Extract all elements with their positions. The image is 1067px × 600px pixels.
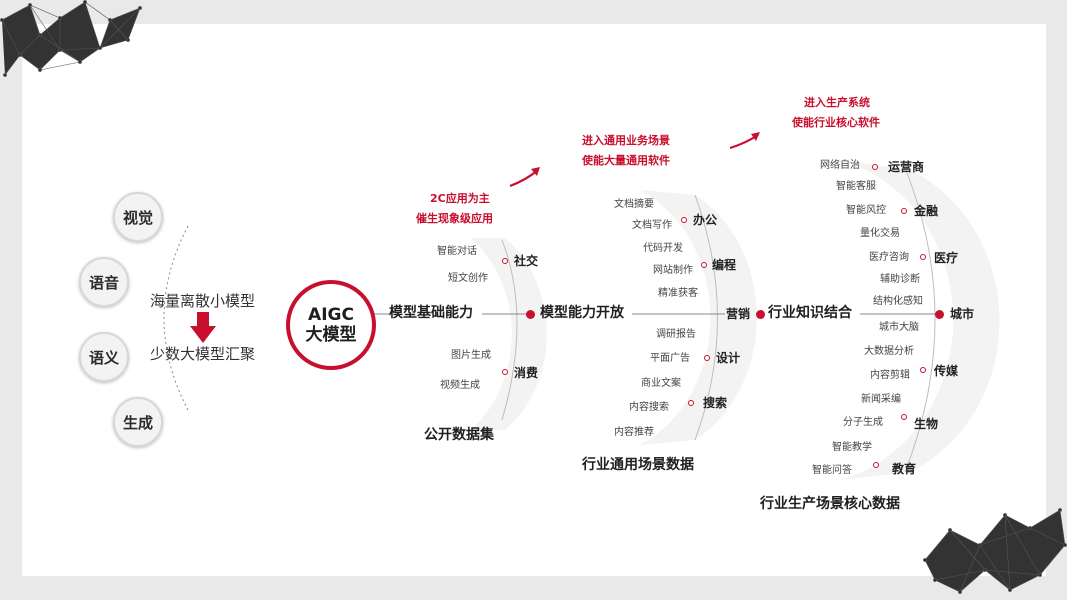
- g2-item: 内容推荐: [614, 427, 654, 438]
- text-scattered-models: 海量离散小模型: [150, 292, 256, 310]
- g3-cat-dot: [872, 164, 878, 170]
- g2-cat-dot: [688, 400, 694, 406]
- g3-item: 城市大脑: [879, 322, 919, 333]
- stage-dot-1: [526, 310, 535, 319]
- g2-item: 精准获客: [658, 288, 698, 299]
- text-large-models: 少数大模型汇聚: [150, 345, 256, 363]
- phase3-line1: 进入生产系统: [804, 96, 870, 109]
- stage-marketing: 营销: [726, 307, 751, 321]
- g3-item: 智能客服: [836, 181, 876, 192]
- g1-cat-dot: [502, 369, 508, 375]
- phase2-line2: 使能大量通用软件: [582, 154, 670, 167]
- g1-item: 图片生成: [451, 350, 491, 361]
- g2-cat-search: 搜索: [703, 396, 728, 410]
- g3-item: 智能风控: [846, 205, 886, 216]
- g3-item: 内容剪辑: [870, 370, 910, 381]
- g1-cat-social: 社交: [514, 254, 539, 268]
- g3-item: 智能问答: [812, 465, 852, 476]
- g3-item: 大数据分析: [864, 346, 914, 357]
- aigc-title: AIGC: [308, 304, 354, 325]
- g2-item: 平面广告: [650, 353, 690, 364]
- g3-cat-dot: [920, 367, 926, 373]
- g1-cat-dot: [502, 258, 508, 264]
- circle-semantics: 语义: [79, 332, 129, 382]
- circle-vision: 视觉: [113, 192, 163, 242]
- fan-3: [840, 160, 1000, 480]
- g1-cat-consume: 消费: [514, 366, 539, 380]
- g3-item: 分子生成: [843, 417, 883, 428]
- stage-city: 城市: [950, 307, 975, 321]
- phase3-line2: 使能行业核心软件: [792, 116, 880, 129]
- g3-item: 网络自治: [820, 160, 860, 171]
- g2-item: 文档写作: [632, 220, 672, 231]
- aigc-core-circle: AIGC 大模型: [286, 280, 376, 370]
- g2-cat-design: 设计: [716, 351, 741, 365]
- stage-base-capability: 模型基础能力: [389, 305, 473, 321]
- network-decoration-top-left: [0, 0, 142, 77]
- g2-item: 内容搜索: [629, 402, 669, 413]
- g3-cat-bio: 生物: [914, 417, 939, 431]
- g2-item: 文档摘要: [614, 199, 654, 210]
- stage-industry-knowledge: 行业知识结合: [768, 305, 852, 321]
- g2-item: 调研报告: [656, 329, 696, 340]
- g1-data-label: 公开数据集: [424, 427, 494, 443]
- g2-item: 网站制作: [653, 265, 693, 276]
- g3-cat-dot: [901, 208, 907, 214]
- g3-item: 智能教学: [832, 442, 872, 453]
- g3-data-label: 行业生产场景核心数据: [760, 496, 900, 512]
- g3-cat-dot: [873, 462, 879, 468]
- g3-cat-medical: 医疗: [934, 251, 959, 265]
- g3-cat-operator: 运营商: [888, 160, 925, 174]
- stage-dot-2: [756, 310, 765, 319]
- g2-cat-dot: [681, 217, 687, 223]
- phase2-line1: 进入通用业务场景: [582, 134, 670, 147]
- stage-dot-3: [935, 310, 944, 319]
- stage-capability-open: 模型能力开放: [540, 305, 624, 321]
- g3-item: 医疗咨询: [869, 252, 909, 263]
- g2-cat-coding: 编程: [712, 258, 737, 272]
- circle-speech: 语音: [79, 257, 129, 307]
- g3-cat-education: 教育: [892, 462, 917, 476]
- g1-item: 智能对话: [437, 246, 477, 257]
- g3-item: 新闻采编: [861, 394, 901, 405]
- phase1-line2: 催生现象级应用: [416, 212, 493, 225]
- fan-1: [470, 238, 547, 430]
- down-arrow-icon: [190, 312, 216, 343]
- g1-item: 视频生成: [440, 380, 480, 391]
- g2-item: 代码开发: [643, 243, 683, 254]
- g3-item: 辅助诊断: [880, 274, 920, 285]
- phase1-line1: 2C应用为主: [430, 192, 490, 205]
- circle-generation: 生成: [113, 397, 163, 447]
- g3-cat-media: 传媒: [934, 364, 959, 378]
- g3-cat-finance: 金融: [914, 204, 939, 218]
- fan-2: [640, 190, 757, 445]
- g3-cat-dot: [920, 254, 926, 260]
- g2-cat-office: 办公: [693, 213, 718, 227]
- g2-data-label: 行业通用场景数据: [582, 457, 694, 473]
- g3-item: 结构化感知: [873, 296, 923, 307]
- g1-item: 短文创作: [448, 273, 488, 284]
- aigc-subtitle: 大模型: [305, 325, 357, 345]
- g2-cat-dot: [704, 355, 710, 361]
- g3-cat-dot: [901, 414, 907, 420]
- g2-cat-dot: [701, 262, 707, 268]
- g2-item: 商业文案: [641, 378, 681, 389]
- g3-item: 量化交易: [860, 228, 900, 239]
- network-decoration-bottom-right: [923, 508, 1067, 594]
